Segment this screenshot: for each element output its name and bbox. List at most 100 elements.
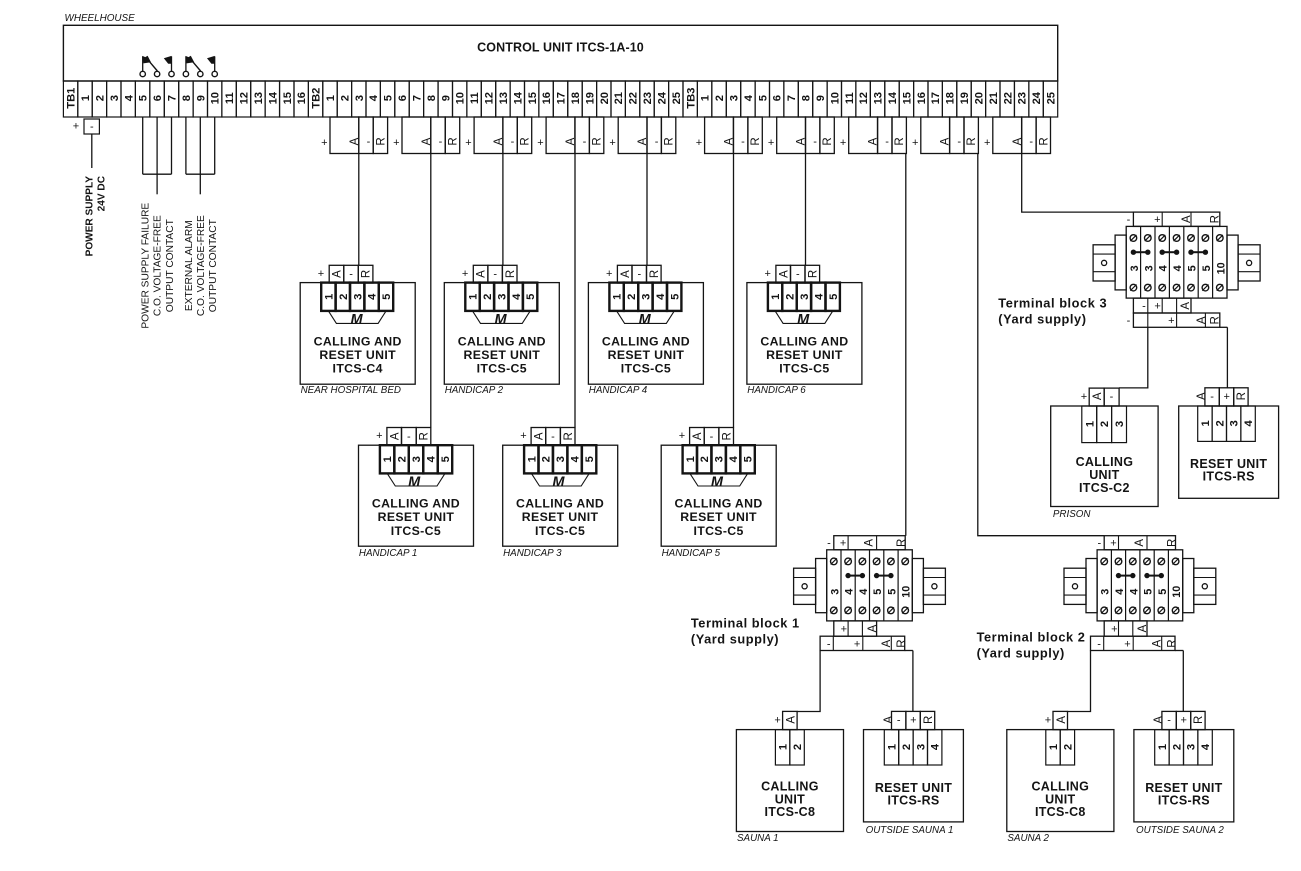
- svg-text:15: 15: [282, 92, 294, 104]
- svg-text:R: R: [448, 137, 460, 145]
- svg-text:11: 11: [844, 92, 856, 104]
- svg-text:8: 8: [426, 95, 438, 101]
- svg-text:5: 5: [525, 294, 537, 300]
- svg-text:-: -: [1210, 391, 1214, 403]
- svg-text:POWER SUPPLY FAILURE: POWER SUPPLY FAILURE: [141, 203, 152, 329]
- svg-text:15: 15: [527, 92, 539, 104]
- svg-text:R: R: [1038, 137, 1050, 145]
- svg-text:4: 4: [813, 293, 825, 300]
- svg-text:1: 1: [1200, 420, 1212, 426]
- svg-text:R: R: [361, 270, 373, 278]
- svg-text:4: 4: [367, 293, 379, 300]
- svg-text:ITCS-C2: ITCS-C2: [1079, 481, 1130, 495]
- svg-text:4: 4: [511, 293, 523, 300]
- svg-text:HANDICAP 6: HANDICAP 6: [747, 385, 806, 396]
- svg-text:3: 3: [1100, 589, 1112, 595]
- svg-text:16: 16: [541, 92, 553, 104]
- svg-text:2: 2: [1171, 744, 1183, 750]
- svg-text:CALLING: CALLING: [1031, 780, 1089, 794]
- svg-text:11: 11: [469, 92, 481, 104]
- svg-text:16: 16: [296, 92, 308, 104]
- svg-text:(Yard supply): (Yard supply): [691, 632, 779, 647]
- svg-text:1: 1: [1084, 421, 1096, 427]
- svg-text:-: -: [407, 431, 411, 443]
- svg-text:3: 3: [1129, 265, 1141, 271]
- svg-text:A: A: [1196, 316, 1208, 324]
- svg-text:CALLING: CALLING: [761, 780, 819, 794]
- svg-text:R: R: [592, 137, 604, 145]
- svg-text:A: A: [637, 137, 649, 145]
- svg-text:+: +: [1111, 623, 1117, 635]
- svg-text:+: +: [841, 623, 847, 635]
- svg-text:+: +: [774, 715, 780, 727]
- svg-text:+: +: [606, 268, 612, 280]
- svg-text:R: R: [896, 639, 908, 647]
- svg-text:+: +: [840, 538, 846, 550]
- svg-text:-: -: [1127, 214, 1131, 226]
- svg-text:+: +: [318, 268, 324, 280]
- svg-text:3: 3: [641, 294, 653, 300]
- svg-text:1: 1: [468, 294, 480, 300]
- svg-text:2: 2: [339, 95, 351, 101]
- svg-text:-: -: [813, 136, 817, 148]
- svg-text:2: 2: [626, 294, 638, 300]
- svg-text:+: +: [465, 137, 471, 149]
- svg-text:5: 5: [743, 456, 755, 462]
- svg-text:TB1: TB1: [66, 88, 78, 109]
- svg-text:22: 22: [1002, 92, 1014, 104]
- svg-text:TB2: TB2: [311, 88, 323, 109]
- svg-text:R: R: [375, 137, 387, 145]
- svg-text:2: 2: [785, 294, 797, 300]
- svg-text:-: -: [583, 136, 587, 148]
- svg-text:8: 8: [181, 95, 193, 101]
- svg-text:(Yard supply): (Yard supply): [998, 312, 1086, 327]
- svg-text:5: 5: [828, 294, 840, 300]
- svg-text:ITCS-C5: ITCS-C5: [535, 524, 585, 538]
- svg-text:6: 6: [397, 95, 409, 101]
- svg-text:+: +: [1081, 391, 1087, 403]
- svg-text:2: 2: [901, 744, 913, 750]
- svg-text:+: +: [768, 137, 774, 149]
- svg-text:R: R: [664, 137, 676, 145]
- svg-text:3: 3: [1186, 744, 1198, 750]
- svg-text:CALLING AND: CALLING AND: [760, 334, 848, 348]
- svg-text:24V DC: 24V DC: [97, 175, 108, 211]
- svg-text:4: 4: [1128, 589, 1140, 595]
- svg-text:A: A: [389, 432, 401, 440]
- svg-text:R: R: [896, 539, 908, 547]
- svg-text:-: -: [655, 136, 659, 148]
- svg-text:A: A: [778, 270, 790, 278]
- svg-text:5: 5: [872, 589, 884, 595]
- svg-text:1: 1: [1157, 744, 1169, 750]
- svg-text:1: 1: [685, 456, 697, 462]
- svg-text:2: 2: [1063, 744, 1075, 750]
- svg-text:UNIT: UNIT: [1089, 468, 1119, 482]
- svg-text:-: -: [637, 269, 641, 281]
- svg-text:CALLING AND: CALLING AND: [675, 497, 763, 511]
- svg-text:A: A: [534, 432, 546, 440]
- svg-text:A: A: [349, 137, 361, 145]
- svg-text:15: 15: [901, 92, 913, 104]
- svg-text:2: 2: [1099, 421, 1111, 427]
- svg-text:NEAR HOSPITAL BED: NEAR HOSPITAL BED: [301, 385, 401, 396]
- svg-text:1: 1: [887, 744, 899, 750]
- svg-text:9: 9: [195, 95, 207, 101]
- svg-text:-: -: [897, 715, 901, 727]
- svg-text:21: 21: [988, 92, 1000, 104]
- svg-text:10: 10: [210, 92, 222, 104]
- svg-text:+: +: [854, 638, 860, 650]
- svg-text:R: R: [807, 270, 819, 278]
- svg-text:A: A: [421, 137, 433, 145]
- svg-text:24: 24: [1031, 91, 1043, 104]
- svg-text:CALLING AND: CALLING AND: [458, 334, 546, 348]
- svg-text:5: 5: [669, 294, 681, 300]
- svg-text:R: R: [1210, 215, 1222, 223]
- svg-text:-: -: [439, 136, 443, 148]
- svg-text:ITCS-C5: ITCS-C5: [477, 362, 527, 376]
- svg-text:A: A: [867, 624, 879, 632]
- svg-text:OUTPUT CONTACT: OUTPUT CONTACT: [165, 219, 176, 312]
- svg-text:CALLING AND: CALLING AND: [602, 334, 690, 348]
- svg-text:A: A: [620, 270, 632, 278]
- svg-text:ITCS-C5: ITCS-C5: [391, 524, 441, 538]
- svg-text:ITCS-C8: ITCS-C8: [1035, 805, 1086, 819]
